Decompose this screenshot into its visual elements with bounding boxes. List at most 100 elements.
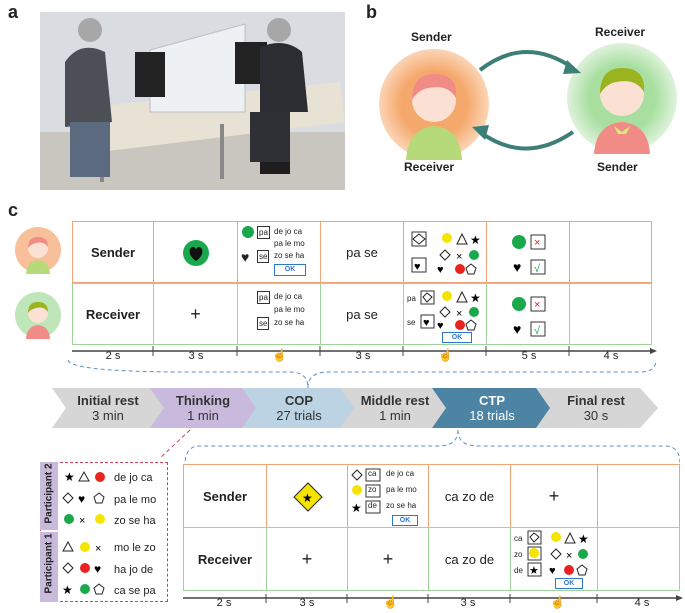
top-timeline [72,345,657,363]
p2-words-1: de jo ca [114,472,153,484]
svg-text:√: √ [534,325,541,337]
receiver-avatar-illustration [566,42,678,159]
top-time-5: 4 s [603,350,619,362]
svg-text:♥: ♥ [94,562,101,576]
svg-text:√: √ [534,263,541,275]
bottom-time-4: 4 s [634,597,650,609]
ok-button[interactable]: OK [274,264,306,276]
bottom-receiver-rest-cell [597,527,680,591]
bottom-receiver-ok-button[interactable]: OK [555,578,583,589]
svg-text:×: × [566,550,572,562]
receiver-choice-tag-se: se [407,318,416,327]
bottom-sender-tag-ca: ca [368,469,377,478]
svg-text:★: ★ [302,491,313,505]
bottom-receiver-tag-zo: zo [514,550,523,559]
bottom-time-2: 3 s [299,597,315,609]
dashed-connector-top [67,359,657,389]
top-time-3: 3 s [355,350,371,362]
bottom-receiver-utterance-cell: ca zo de [428,527,511,591]
bottom-receiver-tag-de: de [514,566,523,575]
svg-text:★: ★ [470,291,481,305]
svg-text:♥: ♥ [437,320,444,332]
svg-text:★: ★ [470,233,481,247]
bottom-time-1: 2 s [216,597,232,609]
svg-text:★: ★ [529,565,539,577]
svg-text:×: × [534,237,540,249]
lab-photo [40,12,345,190]
panel-label-c: c [8,200,19,220]
receiver-tag-se: se [257,317,270,330]
top-sender-feedback-cell: × ♥ √ [486,221,570,283]
svg-text:×: × [456,308,462,320]
sender-word-1: de jo ca [274,227,303,236]
svg-text:×: × [534,299,540,311]
svg-text:★: ★ [578,532,589,546]
hand-click-icon: ☝ [383,595,398,609]
panel-label-a: a [8,2,19,22]
svg-text:♥: ♥ [513,259,521,275]
p2-words-3: zo se ha [114,515,156,527]
sender-tag-pa: pa [257,226,270,239]
top-sender-utterance-cell: pa se [320,221,404,283]
p1-words-3: ca se pa [114,585,156,597]
label-receiver-top-right: Receiver [595,25,646,39]
dashed-connector-bottom [159,429,680,465]
participant-1-label-bar [40,532,58,602]
label-sender-bottom-right: Sender [597,160,638,174]
bottom-ok-button[interactable]: OK [392,515,418,526]
bottom-sender-row-label: Sender [183,464,267,528]
svg-text:×: × [456,251,462,263]
p1-words-1: mo le zo [114,542,156,554]
bottom-timeline [183,591,683,609]
label-receiver-bottom-left: Receiver [404,160,455,174]
p1-words-2: ha jo de [114,564,154,576]
receiver-ok-button[interactable]: OK [442,332,472,343]
bottom-receiver-fixation-cell-2: + [347,527,429,591]
svg-text:♥: ♥ [437,264,444,276]
sender-tag-se: se [257,250,270,263]
top-receiver-utterance-cell: pa se [320,283,404,345]
sender-avatar-illustration [378,48,490,165]
top-receiver-fixation-cell: + [153,283,238,345]
top-receiver-rest-cell [569,283,652,345]
top-sender-rest-cell [569,221,652,283]
svg-text:♥: ♥ [549,565,556,577]
bottom-sender-fixation-cell: + [510,464,598,528]
sender-word-3: zo se ha [274,251,305,260]
bottom-receiver-tag-ca: ca [514,534,523,543]
svg-text:♥: ♥ [78,492,85,506]
svg-text:★: ★ [64,470,75,484]
bottom-word-2: pa le mo [386,485,417,494]
top-sender-choice-cell: ★ × ♥ ♥ [403,221,487,283]
svg-text:★: ★ [351,501,362,515]
top-receiver-composition-cell: pa de jo ca pa le mo se zo se ha [237,283,321,345]
hand-click-icon: ☝ [272,348,287,362]
bottom-word-3: zo se ha [386,501,417,510]
top-time-4: 5 s [521,350,537,362]
svg-text:♥: ♥ [513,321,521,337]
sender-avatar-icon [14,226,62,279]
exchange-arrows [455,40,595,165]
receiver-avatar-icon [14,291,62,344]
bottom-receiver-choice-cell: ca zo de ★ ★ × ♥ OK [510,527,598,591]
top-time-1: 2 s [105,350,121,362]
bottom-receiver-fixation-cell-1: + [266,527,348,591]
top-receiver-feedback-cell: × ♥ √ [486,283,570,345]
top-receiver-row-label: Receiver [72,283,154,345]
bottom-time-3: 3 s [460,597,476,609]
hand-click-icon: ☝ [438,348,453,362]
top-sender-row-label: Sender [72,221,154,283]
svg-text:×: × [95,543,101,555]
bottom-sender-utterance-cell: ca zo de [428,464,511,528]
receiver-word-1: de jo ca [274,292,303,301]
svg-text:♥: ♥ [423,317,430,329]
svg-text:★: ★ [62,583,73,597]
bottom-sender-composition-cell: ★ ca zo de de jo ca pa le mo zo se ha OK [347,464,429,528]
participant-2-label-bar [40,462,58,530]
